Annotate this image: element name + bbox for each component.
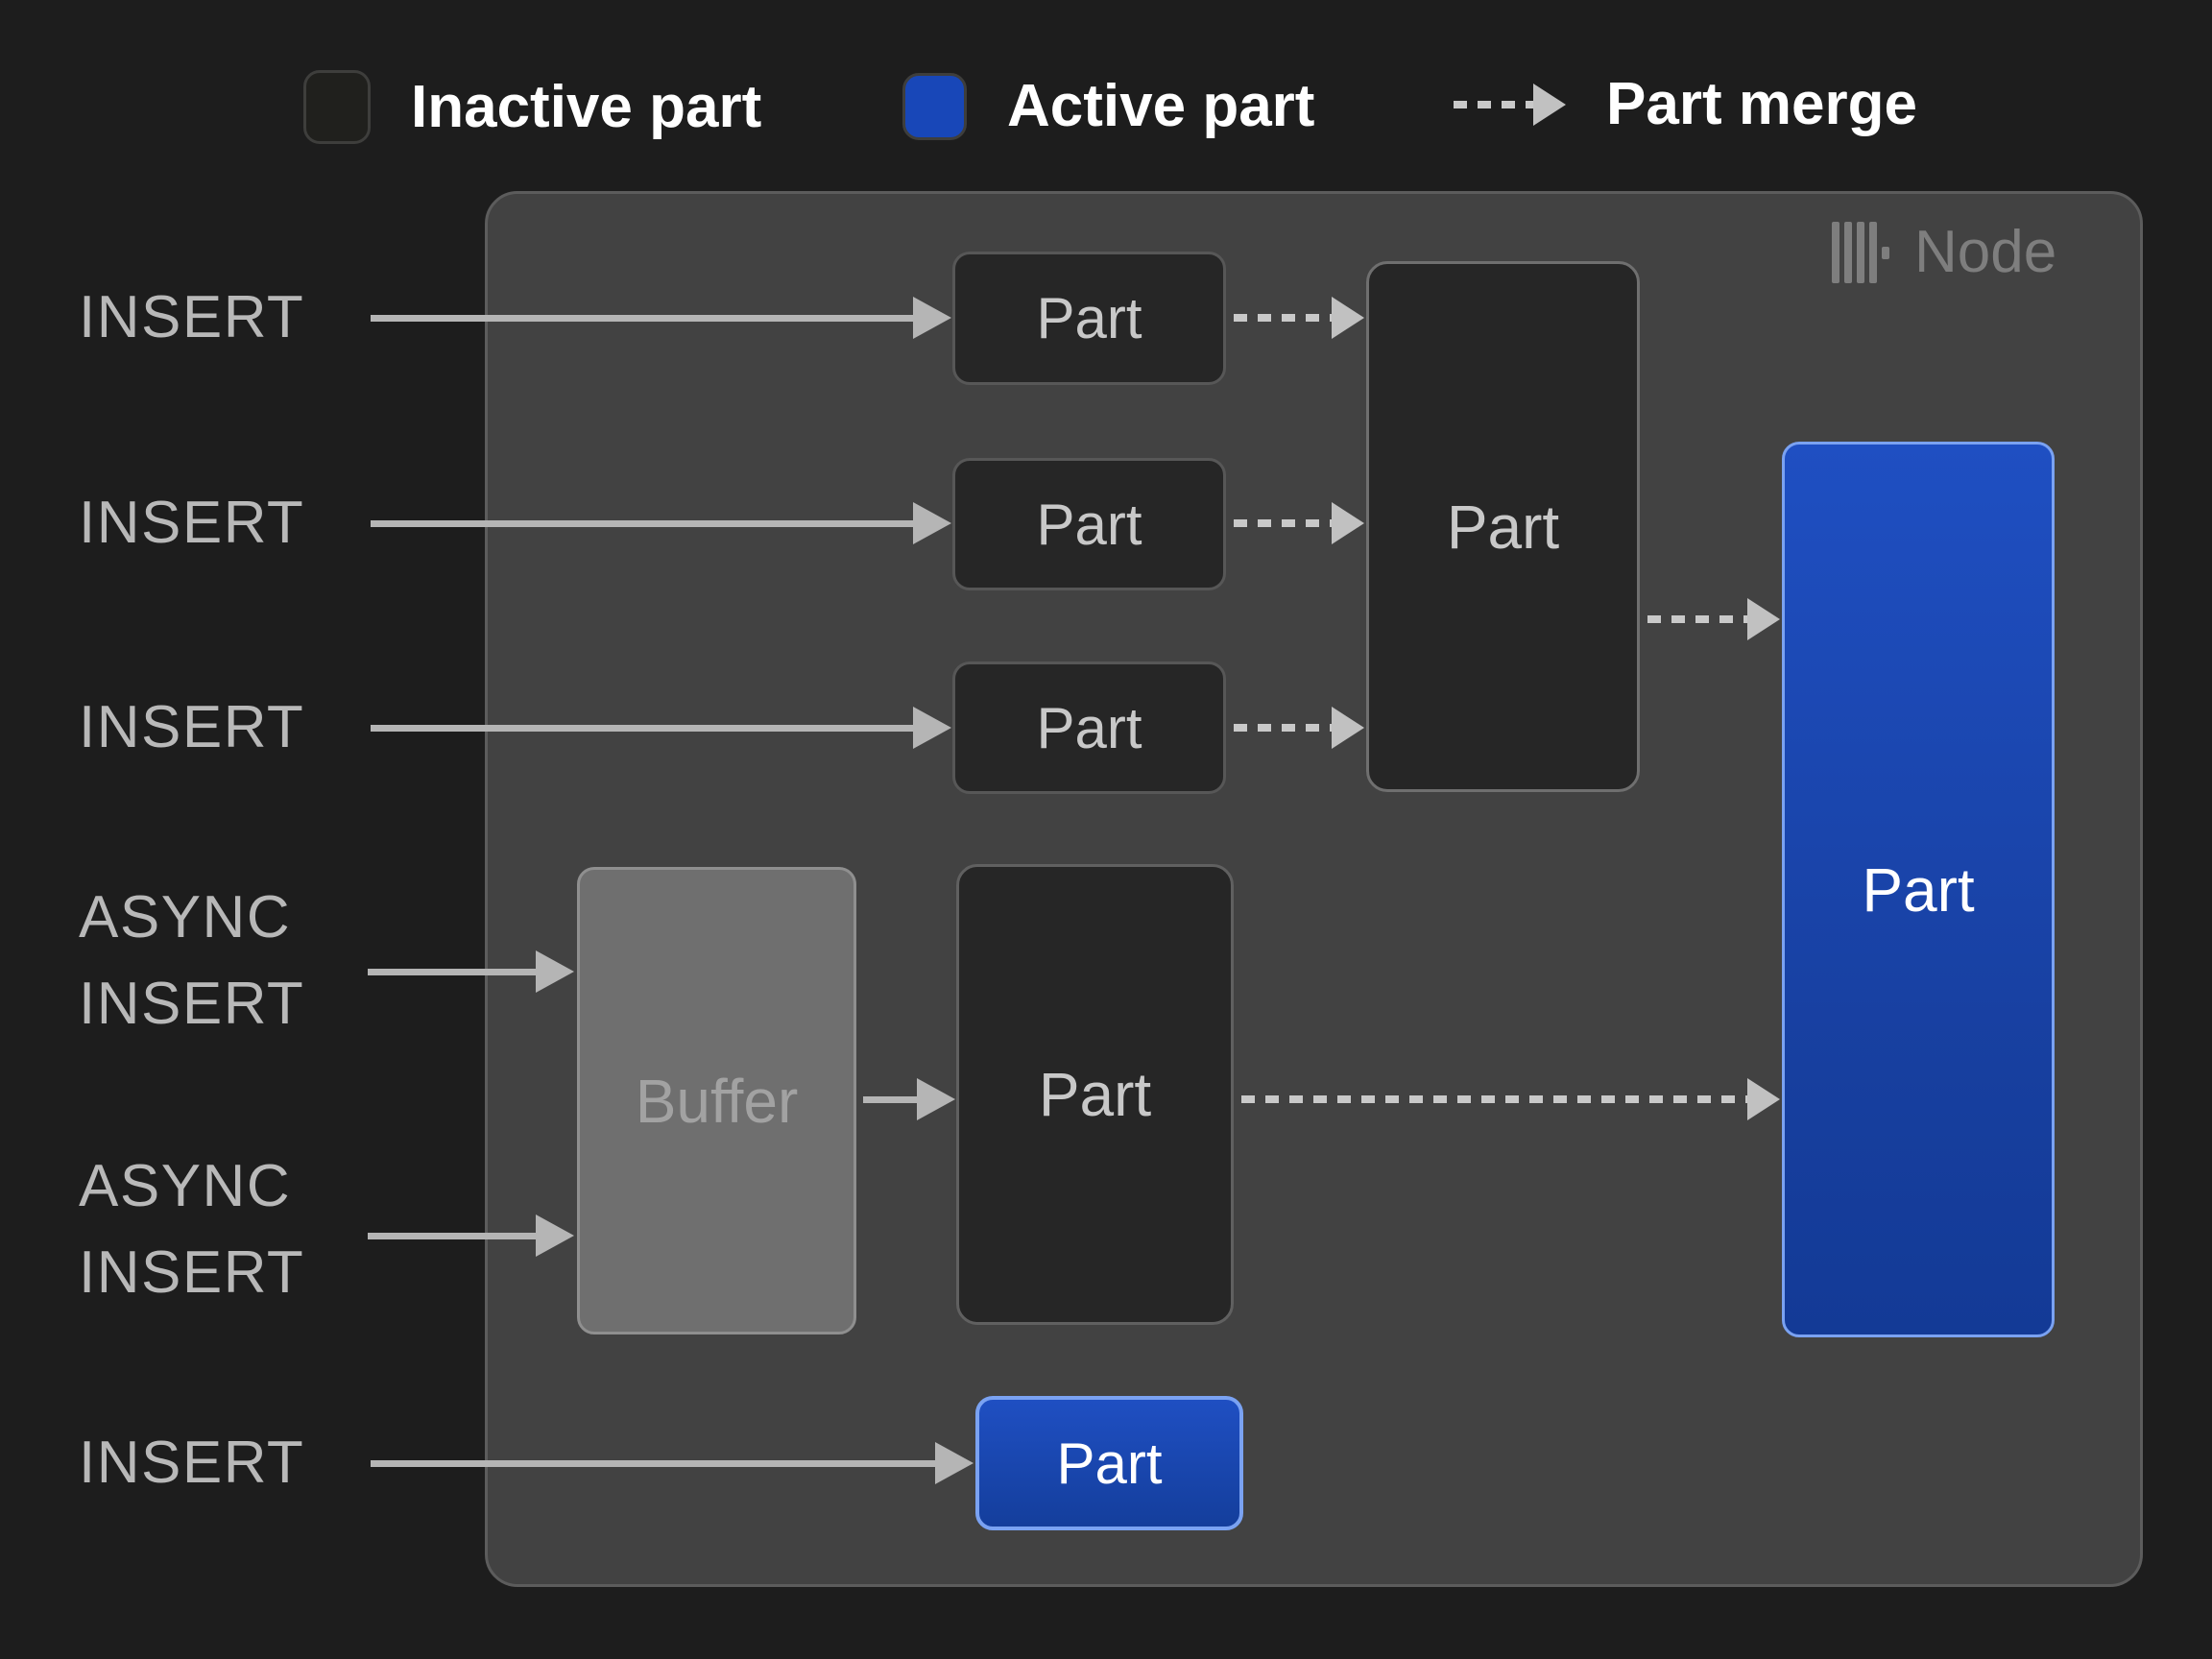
arrow-shaft: [368, 1232, 536, 1239]
inactive-part-swatch: [303, 70, 371, 144]
arrow-head: [913, 297, 951, 339]
async-insert-arrow-1: [368, 950, 574, 993]
insert-arrow-bottom: [371, 1442, 974, 1484]
part-async-box: Part: [956, 864, 1234, 1325]
arrow-shaft: [371, 1459, 935, 1467]
async-part-to-active-arrow: [1241, 1078, 1780, 1120]
logo-bar: [1857, 222, 1864, 283]
arrow-shaft: [368, 968, 536, 975]
arrow-shaft: [1454, 100, 1533, 108]
merge-arrow-2: [1234, 502, 1364, 544]
merge-arrow-1: [1234, 297, 1364, 339]
insert-label-2: INSERT: [79, 490, 305, 556]
arrow-head: [536, 950, 574, 993]
logo-bar: [1844, 222, 1852, 283]
active-part-small-box: Part: [975, 1396, 1243, 1530]
async-insert-line: ASYNC: [79, 884, 292, 950]
arrow-shaft: [1234, 519, 1332, 527]
legend-label-merge: Part merge: [1606, 71, 1917, 137]
arrow-head: [1332, 502, 1364, 544]
part-merge-arrow-icon: [1454, 83, 1566, 126]
node-header: Node: [1832, 222, 2056, 283]
async-insert-label-2: ASYNC INSERT: [79, 1143, 304, 1316]
logo-bar: [1869, 222, 1877, 283]
merge-to-active-arrow: [1647, 598, 1780, 640]
legend-item-merge: Part merge: [1454, 70, 1917, 138]
legend-label-active: Active part: [1007, 73, 1315, 139]
async-insert-arrow-2: [368, 1214, 574, 1257]
arrow-shaft: [371, 724, 913, 732]
node-label: Node: [1914, 219, 2057, 285]
part-box-1: Part: [952, 252, 1226, 385]
arrow-head: [1533, 83, 1566, 126]
async-insert-line: INSERT: [79, 1239, 305, 1306]
arrow-head: [917, 1078, 955, 1120]
merge-arrow-3: [1234, 707, 1364, 749]
active-part-swatch: [902, 72, 967, 140]
insert-label-bottom: INSERT: [79, 1430, 305, 1496]
async-insert-line: ASYNC: [79, 1153, 292, 1219]
legend-item-inactive: Inactive part: [303, 70, 761, 144]
insert-arrow-1: [371, 297, 951, 339]
part-box-3: Part: [952, 661, 1226, 794]
buffer-box: Buffer: [577, 867, 856, 1334]
async-insert-label-1: ASYNC INSERT: [79, 875, 304, 1047]
arrow-head: [935, 1442, 974, 1484]
logo-bar-short: [1882, 246, 1889, 259]
part-box-2: Part: [952, 458, 1226, 590]
arrow-head: [536, 1214, 574, 1257]
arrow-shaft: [1234, 314, 1332, 322]
part-merge-target-box: Part: [1366, 261, 1640, 792]
arrow-shaft: [863, 1095, 917, 1103]
buffer-to-part-arrow: [863, 1078, 955, 1120]
insert-label-3: INSERT: [79, 694, 305, 760]
arrow-shaft: [1647, 615, 1747, 623]
arrow-head: [1747, 598, 1780, 640]
arrow-shaft: [371, 314, 913, 322]
legend-item-active: Active part: [902, 72, 1314, 140]
active-part-large-box: Part: [1782, 442, 2055, 1337]
arrow-head: [1747, 1078, 1780, 1120]
insert-label-1: INSERT: [79, 284, 305, 350]
legend-label-inactive: Inactive part: [411, 74, 762, 140]
arrow-head: [1332, 297, 1364, 339]
arrow-shaft: [1234, 724, 1332, 732]
insert-arrow-2: [371, 502, 951, 544]
clickhouse-logo-icon: [1832, 222, 1889, 283]
logo-bar: [1832, 222, 1839, 283]
arrow-head: [913, 707, 951, 749]
arrow-head: [913, 502, 951, 544]
arrow-shaft: [371, 519, 913, 527]
insert-arrow-3: [371, 707, 951, 749]
arrow-shaft: [1241, 1095, 1747, 1103]
arrow-head: [1332, 707, 1364, 749]
async-insert-line: INSERT: [79, 971, 305, 1037]
